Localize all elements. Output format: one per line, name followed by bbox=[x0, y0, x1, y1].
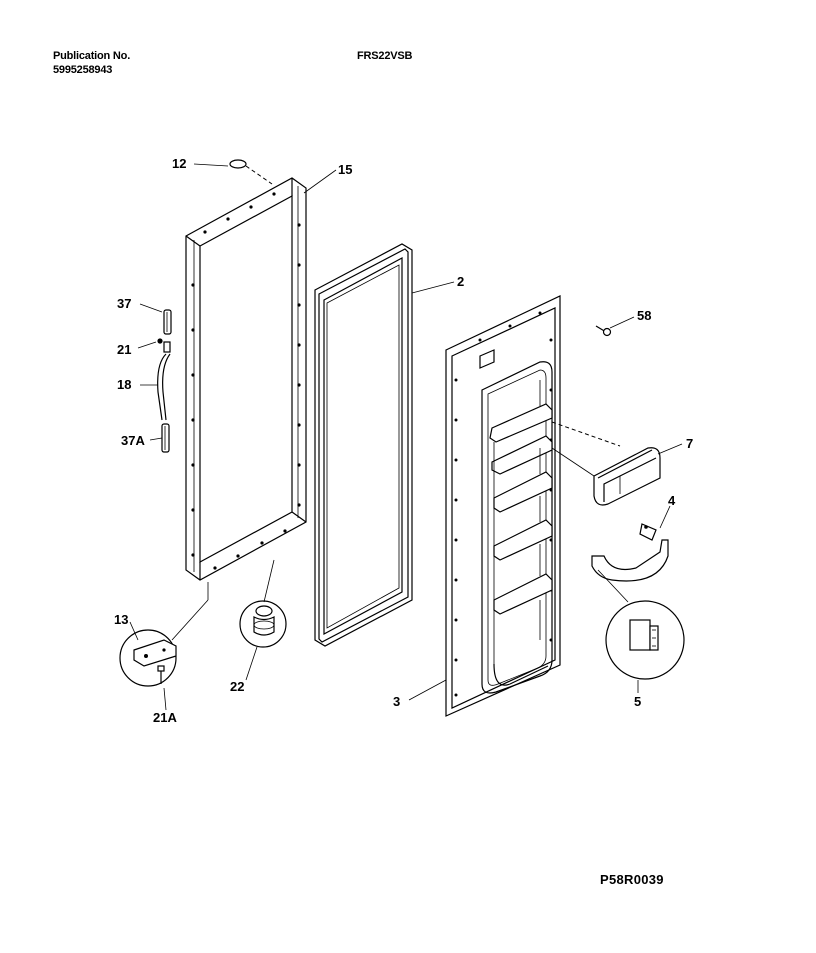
hinge-detail-circle bbox=[119, 629, 177, 687]
callout-22: 22 bbox=[230, 679, 244, 694]
door-frame-part bbox=[185, 177, 307, 581]
module-detail-circle bbox=[605, 600, 685, 680]
leader-lines bbox=[129, 163, 683, 711]
plug-part bbox=[229, 159, 247, 169]
screw-part bbox=[595, 325, 612, 337]
model-number: FRS22VSB bbox=[357, 50, 413, 62]
publication-number: 5995258943 bbox=[53, 64, 113, 76]
callout-13: 13 bbox=[114, 612, 128, 627]
callout-5: 5 bbox=[634, 694, 641, 709]
callout-21: 21 bbox=[117, 342, 131, 357]
door-gasket-part bbox=[314, 243, 413, 647]
door-bin-part bbox=[593, 447, 661, 506]
callout-37: 37 bbox=[117, 296, 131, 311]
callout-7: 7 bbox=[686, 436, 693, 451]
publication-label: Publication No. bbox=[53, 50, 131, 62]
callout-21a: 21A bbox=[153, 710, 177, 725]
handle-assembly-part bbox=[157, 309, 172, 453]
callout-18: 18 bbox=[117, 377, 131, 392]
callout-12: 12 bbox=[172, 156, 186, 171]
callout-2: 2 bbox=[457, 274, 464, 289]
diagram-code: P58R0039 bbox=[600, 872, 664, 887]
callout-3: 3 bbox=[393, 694, 400, 709]
door-liner-part bbox=[445, 295, 561, 717]
callout-15: 15 bbox=[338, 162, 352, 177]
cap-detail-circle bbox=[239, 600, 287, 648]
callout-58: 58 bbox=[637, 308, 651, 323]
callout-37a: 37A bbox=[121, 433, 145, 448]
bracket-clip-part bbox=[591, 523, 669, 582]
callout-4: 4 bbox=[668, 493, 676, 508]
